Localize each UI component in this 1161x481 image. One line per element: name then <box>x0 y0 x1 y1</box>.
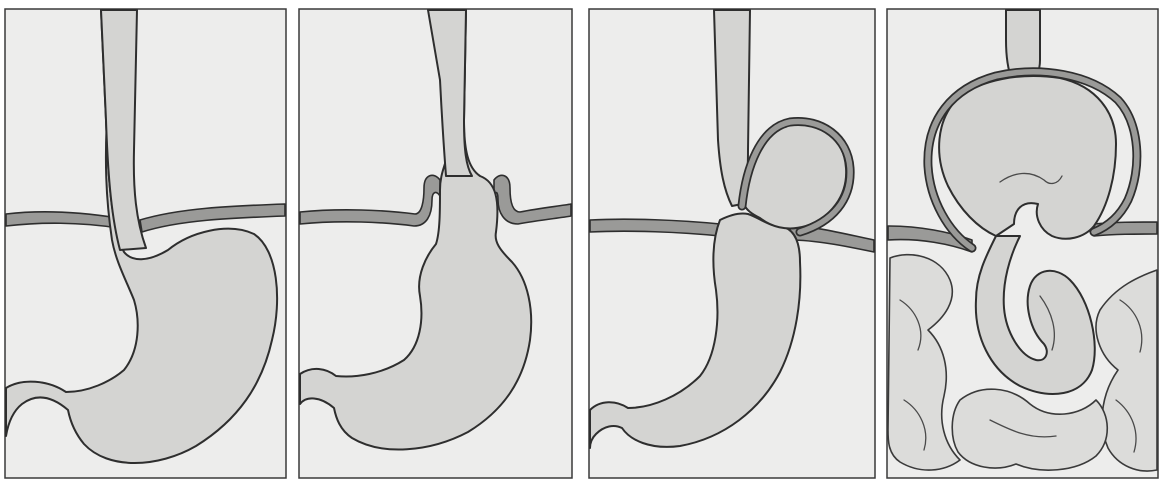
panel-paraesophageal-hernia <box>589 9 875 478</box>
panel-giant-hernia <box>887 9 1158 478</box>
panel-sliding-hernia <box>299 9 572 478</box>
panel-normal <box>5 9 286 478</box>
